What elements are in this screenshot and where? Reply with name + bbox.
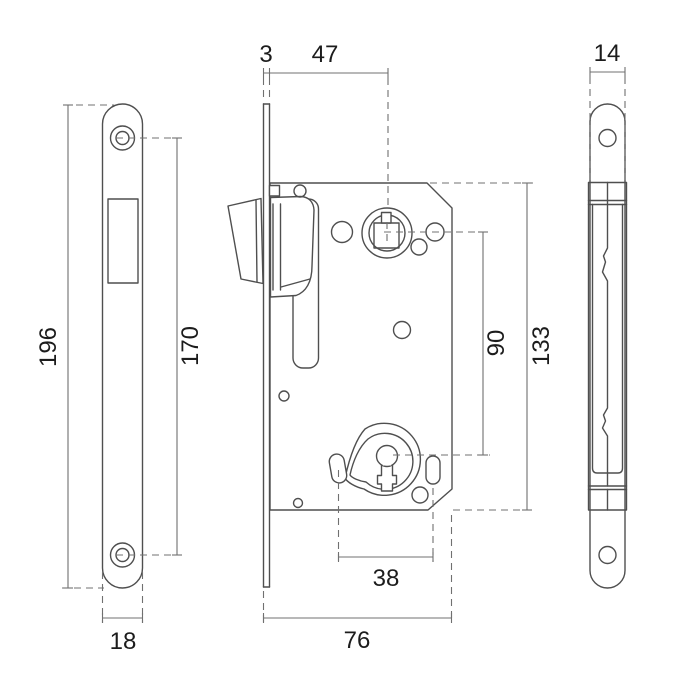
dimension-thickness-backset: 3 47 [259, 41, 389, 207]
case-hole [411, 486, 429, 504]
faceplate-edge-strip [262, 103, 271, 588]
dim-label-plate-height: 196 [35, 327, 62, 367]
dim-label-slot-spacing: 38 [373, 565, 400, 592]
dim-label-case-depth: 76 [344, 627, 371, 654]
case-hole [392, 320, 412, 340]
lock-side-view: 14 [587, 40, 628, 589]
dimension-plate-width: 18 [101, 572, 144, 655]
dim-label-screw-spacing: 170 [177, 326, 204, 366]
case-hole [410, 238, 428, 256]
dim-label-plate-width: 18 [110, 628, 137, 655]
dimension-case-depth: 76 [262, 515, 453, 654]
dim-label-follower-to-cam: 90 [483, 330, 510, 357]
handle-follower [361, 207, 413, 259]
latch-tail [269, 195, 315, 298]
dimension-slot-spacing: 38 [337, 470, 434, 592]
dimension-plate-height: 196 [35, 104, 114, 589]
case-hole [278, 390, 290, 402]
privacy-cam [344, 422, 422, 496]
mounting-tab [268, 184, 281, 197]
lock-case-front-view: 3 47 90 133 38 [227, 41, 555, 654]
case-hole [330, 220, 354, 244]
keyhole [375, 444, 399, 492]
faceplate-outline [101, 103, 144, 589]
dimension-screw-spacing: 170 [116, 137, 204, 556]
case-hole [292, 497, 304, 509]
faceplate-front-view: 196 170 18 [35, 103, 204, 655]
screw-hole-top-side [598, 128, 617, 148]
dim-label-side-width: 14 [594, 40, 621, 67]
latch-bolt [227, 197, 264, 285]
side-plate-outline [589, 103, 626, 589]
dim-label-backset: 47 [312, 41, 339, 68]
dim-label-case-height: 133 [528, 326, 555, 366]
key-slot-left [328, 453, 348, 484]
side-case [587, 181, 628, 511]
latch-cutout [107, 198, 139, 284]
dimension-case-height: 133 [430, 182, 555, 511]
key-slot-right [425, 455, 441, 485]
dimension-follower-to-cam: 90 [384, 231, 510, 456]
side-mechanism-line [601, 181, 609, 487]
case-hole [293, 184, 307, 198]
dim-label-plate-thickness: 3 [259, 41, 272, 68]
dimension-side-width: 14 [589, 40, 626, 180]
screw-hole-bottom-side [598, 545, 617, 565]
